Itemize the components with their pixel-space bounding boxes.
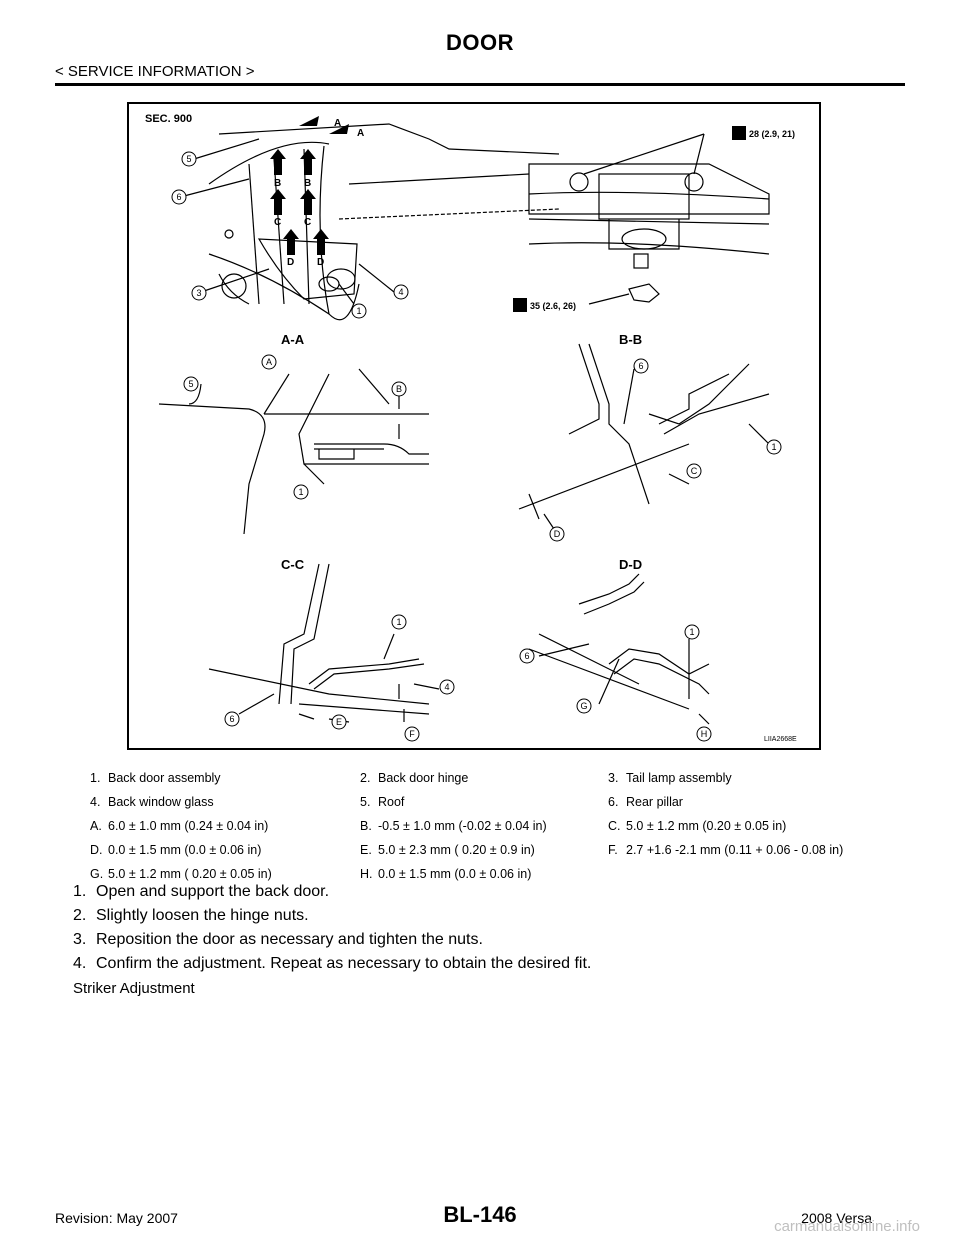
subheading: Striker Adjustment <box>73 980 195 997</box>
svg-text:C: C <box>304 217 311 228</box>
svg-text:D: D <box>287 257 294 268</box>
callout-e: E <box>336 717 342 727</box>
legend-item: 5.0 ± 1.2 mm (0.20 ± 0.05 in) <box>626 819 787 833</box>
figure-drawing: 5 6 3 1 4 5 A B 1 6 1 C D 1 4 E 6 F 1 6 … <box>145 113 797 743</box>
header-rule <box>55 83 905 86</box>
callout-g: G <box>580 701 587 711</box>
svg-text:B: B <box>274 178 281 189</box>
torque-bottom-label: 35 (2.6, 26) <box>530 301 576 311</box>
callout-4: 4 <box>398 287 403 297</box>
page-title: DOOR <box>446 30 514 55</box>
callout-c: C <box>691 466 698 476</box>
legend-row: A.6.0 ± 1.0 mm (0.24 ± 0.04 in) B.-0.5 ±… <box>90 819 787 833</box>
callout-a: A <box>266 357 272 367</box>
figure-id: LIIA2668E <box>764 736 797 743</box>
legend-item: Back door hinge <box>378 771 469 785</box>
callout-1b: 1 <box>298 487 303 497</box>
revision-label: Revision: May 2007 <box>55 1210 178 1226</box>
legend-item: Rear pillar <box>626 795 683 809</box>
view-label-d-d: D-D <box>619 557 642 572</box>
procedure-steps: 1.Open and support the back door. 2.Slig… <box>73 880 591 976</box>
svg-text:A: A <box>357 128 364 139</box>
door-adjustment-figure: 5 6 3 1 4 5 A B 1 6 1 C D 1 4 E 6 F 1 6 … <box>127 102 821 750</box>
view-label-c-c: C-C <box>281 557 305 572</box>
legend-row: 1.Back door assembly 2.Back door hinge 3… <box>90 771 732 785</box>
callout-f: F <box>409 729 415 739</box>
sec-label: SEC. 900 <box>145 113 192 125</box>
callout-6b: 6 <box>638 361 643 371</box>
step-item: 1.Open and support the back door. <box>73 883 330 900</box>
legend-row: 4.Back window glass 5.Roof 6.Rear pillar <box>90 795 683 809</box>
legend-row: D.0.0 ± 1.5 mm (0.0 ± 0.06 in) E.5.0 ± 2… <box>90 843 844 857</box>
svg-text:A: A <box>334 118 341 129</box>
svg-text:D: D <box>317 257 324 268</box>
legend-item: 6.0 ± 1.0 mm (0.24 ± 0.04 in) <box>108 819 269 833</box>
legend-item: 0.0 ± 1.5 mm (0.0 ± 0.06 in) <box>378 867 532 881</box>
section-label: < SERVICE INFORMATION > <box>55 63 255 80</box>
callout-6d: 6 <box>524 651 529 661</box>
callout-1c: 1 <box>771 442 776 452</box>
callout-6c: 6 <box>229 714 234 724</box>
view-label-a-a: A-A <box>281 332 305 347</box>
legend-item: 5.0 ± 2.3 mm ( 0.20 ± 0.9 in) <box>378 843 535 857</box>
legend-item: Back window glass <box>108 795 214 809</box>
callout-1: 1 <box>356 306 361 316</box>
callout-6: 6 <box>176 192 181 202</box>
page-number: BL-146 <box>443 1202 517 1227</box>
torque-top-label: 28 (2.9, 21) <box>749 129 795 139</box>
legend-item: Tail lamp assembly <box>626 771 732 785</box>
svg-text:B: B <box>304 178 311 189</box>
callout-h: H <box>701 729 708 739</box>
callout-3: 3 <box>196 288 201 298</box>
step-item: 3.Reposition the door as necessary and t… <box>73 931 483 948</box>
callout-5: 5 <box>186 154 191 164</box>
watermark: carmanualsonline.info <box>774 1218 920 1235</box>
legend-item: 5.0 ± 1.2 mm ( 0.20 ± 0.05 in) <box>108 867 272 881</box>
legend-item: Back door assembly <box>108 771 221 785</box>
callout-b: B <box>396 384 402 394</box>
callout-5b: 5 <box>188 379 193 389</box>
view-label-b-b: B-B <box>619 332 642 347</box>
svg-text:C: C <box>274 217 281 228</box>
legend-item: 0.0 ± 1.5 mm (0.0 ± 0.06 in) <box>108 843 262 857</box>
legend-row: G.5.0 ± 1.2 mm ( 0.20 ± 0.05 in) H.0.0 ±… <box>90 867 532 881</box>
callout-1e: 1 <box>689 627 694 637</box>
step-item: 2.Slightly loosen the hinge nuts. <box>73 907 309 924</box>
model-label: 2008 Versa <box>801 1210 872 1226</box>
legend-item: Roof <box>378 795 405 809</box>
legend-item: -0.5 ± 1.0 mm (-0.02 ± 0.04 in) <box>378 819 547 833</box>
callout-1d: 1 <box>396 617 401 627</box>
callout-4b: 4 <box>444 682 449 692</box>
legend-item: 2.7 +1.6 -2.1 mm (0.11 + 0.06 - 0.08 in) <box>626 843 844 857</box>
legend-table: 1.Back door assembly 2.Back door hinge 3… <box>90 766 880 886</box>
callout-d: D <box>554 529 561 539</box>
step-item: 4.Confirm the adjustment. Repeat as nece… <box>73 955 592 972</box>
